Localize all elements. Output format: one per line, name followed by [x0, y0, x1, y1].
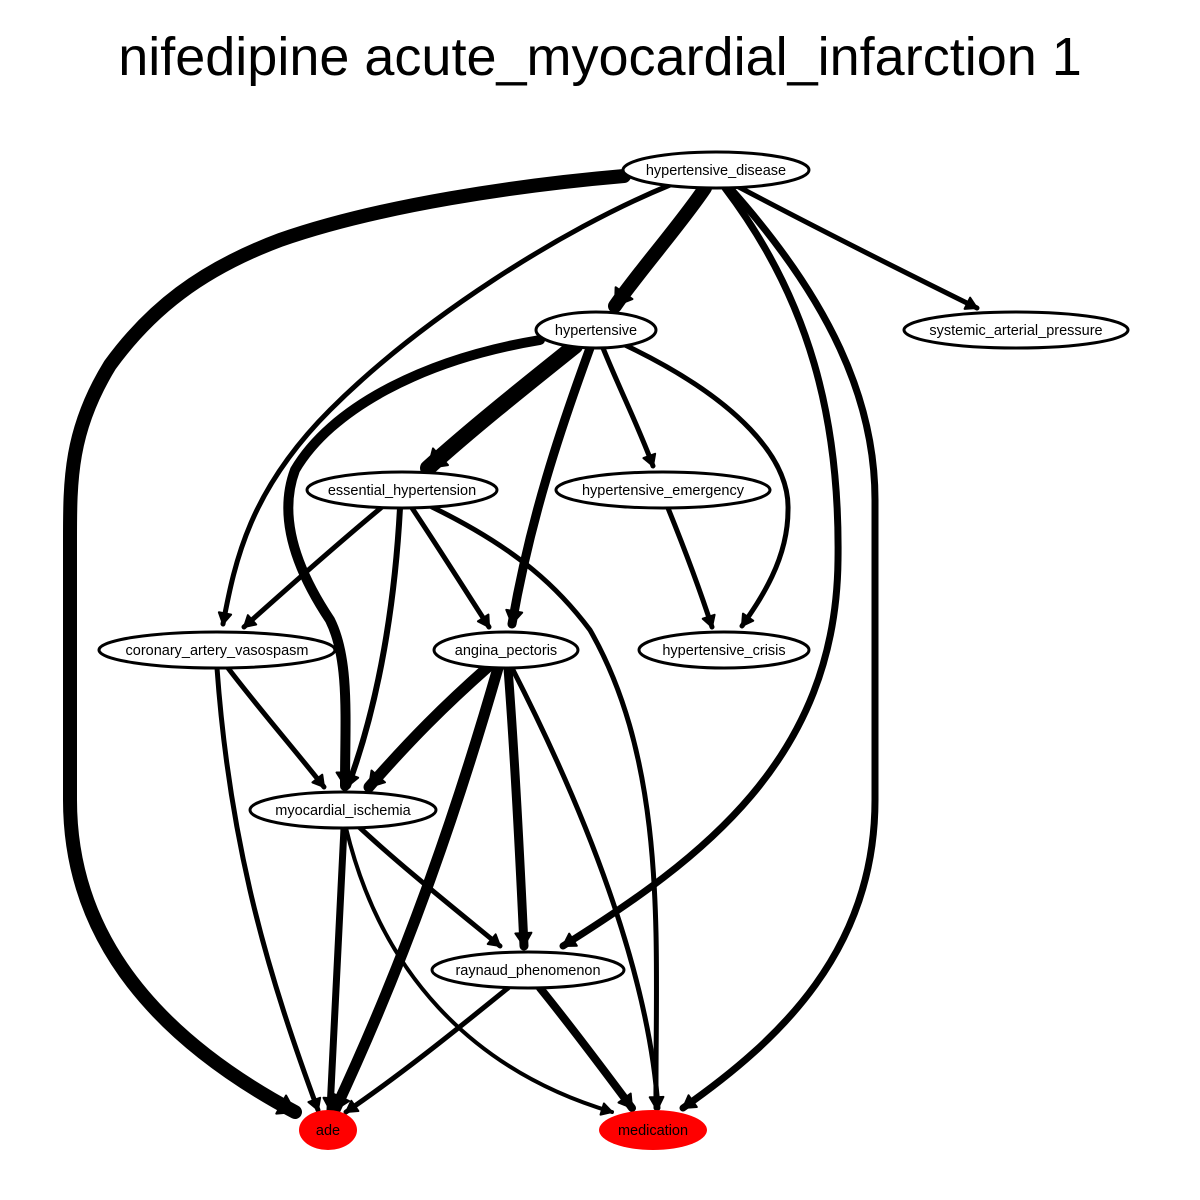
node-label-angina_pectoris: angina_pectoris — [455, 643, 557, 659]
node-shape-angina_pectoris — [432, 630, 580, 670]
edge-myocardial_ischemia-to-raynaud_phenomenon — [355, 823, 503, 949]
node-shape-myocardial_ischemia — [248, 790, 438, 830]
node-essential_hypertension: essential_hypertension — [305, 470, 499, 510]
edge-coronary_artery_vasospasm-to-myocardial_ischemia — [225, 665, 327, 790]
arrowhead-raynaud_phenomenon-to-ade — [345, 1099, 360, 1113]
edge-angina_pectoris-to-raynaud_phenomenon — [503, 663, 529, 951]
arrowhead-hypertensive-to-hypertensive_emergency — [642, 452, 657, 467]
arrowhead-hypertensive_emergency-to-hypertensive_crisis — [701, 613, 716, 628]
node-shape-hypertensive_emergency — [554, 470, 772, 510]
arrowhead-hypertensive_disease-to-medication — [682, 1094, 698, 1109]
node-shape-hypertensive_crisis — [637, 630, 811, 670]
node-label-medication: medication — [618, 1123, 688, 1139]
arrowhead-myocardial_ischemia-to-raynaud_phenomenon — [486, 933, 501, 947]
node-shape-essential_hypertension — [305, 470, 499, 510]
node-hypertensive: hypertensive — [534, 310, 658, 350]
node-label-essential_hypertension: essential_hypertension — [328, 483, 476, 499]
arrowhead-hypertensive_disease-to-systemic_arterial_pressure — [963, 296, 978, 310]
edge-hypertensive-to-essential_hypertension — [420, 338, 583, 476]
node-label-coronary_artery_vasospasm: coronary_artery_vasospasm — [126, 643, 309, 659]
edge-myocardial_ischemia-to-medication — [344, 826, 614, 1114]
node-raynaud_phenomenon: raynaud_phenomenon — [430, 950, 626, 990]
node-coronary_artery_vasospasm: coronary_artery_vasospasm — [97, 630, 337, 670]
node-shape-raynaud_phenomenon — [430, 950, 626, 990]
node-shape-hypertensive — [534, 310, 658, 350]
edge-myocardial_ischemia-to-ade — [326, 824, 348, 1114]
arrowhead-coronary_artery_vasospasm-to-ade — [307, 1096, 322, 1111]
arrowhead-essential_hypertension-to-angina_pectoris — [476, 613, 490, 628]
arrowhead-hypertensive_disease-to-coronary_artery_vasospasm — [217, 611, 233, 625]
node-shape-ade — [299, 1110, 357, 1150]
node-shape-coronary_artery_vasospasm — [97, 630, 337, 670]
node-medication: medication — [599, 1110, 707, 1150]
edge-hypertensive_emergency-to-hypertensive_crisis — [665, 505, 715, 630]
edge-raynaud_phenomenon-to-medication — [536, 984, 636, 1112]
arrowhead-hypertensive_disease-to-hypertensive — [614, 286, 634, 307]
edge-angina_pectoris-to-ade — [329, 662, 504, 1116]
arrowhead-angina_pectoris-to-myocardial_ischemia — [368, 769, 386, 788]
node-label-ade: ade — [316, 1123, 340, 1139]
arrowhead-essential_hypertension-to-coronary_artery_vasospasm — [243, 614, 258, 628]
edge-hypertensive_disease-to-raynaud_phenomenon — [559, 184, 842, 950]
graph-title: nifedipine acute_myocardial_infarction 1 — [118, 27, 1082, 87]
node-systemic_arterial_pressure: systemic_arterial_pressure — [902, 310, 1130, 350]
arrowhead-raynaud_phenomenon-to-medication — [617, 1092, 633, 1109]
arrowhead-myocardial_ischemia-to-ade — [322, 1096, 339, 1111]
node-angina_pectoris: angina_pectoris — [432, 630, 580, 670]
node-ade: ade — [299, 1110, 357, 1150]
node-label-hypertensive: hypertensive — [555, 323, 637, 339]
edge-essential_hypertension-to-myocardial_ischemia — [345, 505, 403, 789]
edge-hypertensive-to-angina_pectoris — [507, 343, 595, 629]
edge-angina_pectoris-to-myocardial_ischemia — [363, 661, 494, 793]
edge-hypertensive_disease-to-ade — [63, 169, 631, 1119]
arrowhead-hypertensive-to-essential_hypertension — [427, 447, 449, 469]
node-shape-systemic_arterial_pressure — [902, 310, 1130, 350]
edge-raynaud_phenomenon-to-ade — [343, 985, 511, 1115]
edge-hypertensive_disease-to-medication — [679, 184, 879, 1112]
node-hypertensive_disease: hypertensive_disease — [621, 150, 811, 190]
edge-coronary_artery_vasospasm-to-ade — [214, 665, 321, 1113]
node-shape-hypertensive_disease — [621, 150, 811, 190]
node-label-raynaud_phenomenon: raynaud_phenomenon — [455, 963, 600, 979]
node-hypertensive_crisis: hypertensive_crisis — [637, 630, 811, 670]
edge-hypertensive-to-myocardial_ischemia — [283, 335, 545, 791]
nodes-layer: hypertensive_disease hypertensive systemic… — [97, 150, 1130, 1150]
node-label-myocardial_ischemia: myocardial_ischemia — [275, 803, 411, 819]
edge-hypertensive_disease-to-systemic_arterial_pressure — [732, 182, 980, 311]
arrowhead-hypertensive-to-angina_pectoris — [505, 608, 524, 625]
node-shape-medication — [599, 1110, 707, 1150]
node-label-systemic_arterial_pressure: systemic_arterial_pressure — [929, 323, 1102, 339]
arrowhead-hypertensive_disease-to-ade — [275, 1094, 296, 1115]
edge-essential_hypertension-to-coronary_artery_vasospasm — [241, 504, 385, 630]
edge-essential_hypertension-to-angina_pectoris — [409, 505, 492, 630]
arrowhead-essential_hypertension-to-myocardial_ischemia — [344, 772, 360, 787]
arrowhead-hypertensive-to-hypertensive_crisis — [741, 612, 755, 627]
arrowhead-myocardial_ischemia-to-medication — [599, 1102, 613, 1116]
arrowhead-hypertensive_disease-to-raynaud_phenomenon — [562, 932, 578, 947]
edge-hypertensive-to-hypertensive_emergency — [600, 345, 656, 469]
arrowhead-angina_pectoris-to-medication — [649, 1095, 665, 1109]
edge-essential_hypertension-to-medication — [429, 504, 660, 1111]
edge-hypertensive_disease-to-coronary_artery_vasospasm — [220, 182, 673, 627]
arrowhead-angina_pectoris-to-raynaud_phenomenon — [514, 931, 533, 947]
node-hypertensive_emergency: hypertensive_emergency — [554, 470, 772, 510]
node-label-hypertensive_emergency: hypertensive_emergency — [582, 483, 745, 499]
node-label-hypertensive_disease: hypertensive_disease — [646, 163, 786, 179]
edges-layer — [63, 169, 980, 1119]
arrowhead-coronary_artery_vasospasm-to-myocardial_ischemia — [311, 773, 325, 788]
node-label-hypertensive_crisis: hypertensive_crisis — [662, 643, 785, 659]
edge-hypertensive-to-hypertensive_crisis — [622, 342, 791, 629]
edge-angina_pectoris-to-medication — [509, 665, 661, 1111]
node-myocardial_ischemia: myocardial_ischemia — [248, 790, 438, 830]
